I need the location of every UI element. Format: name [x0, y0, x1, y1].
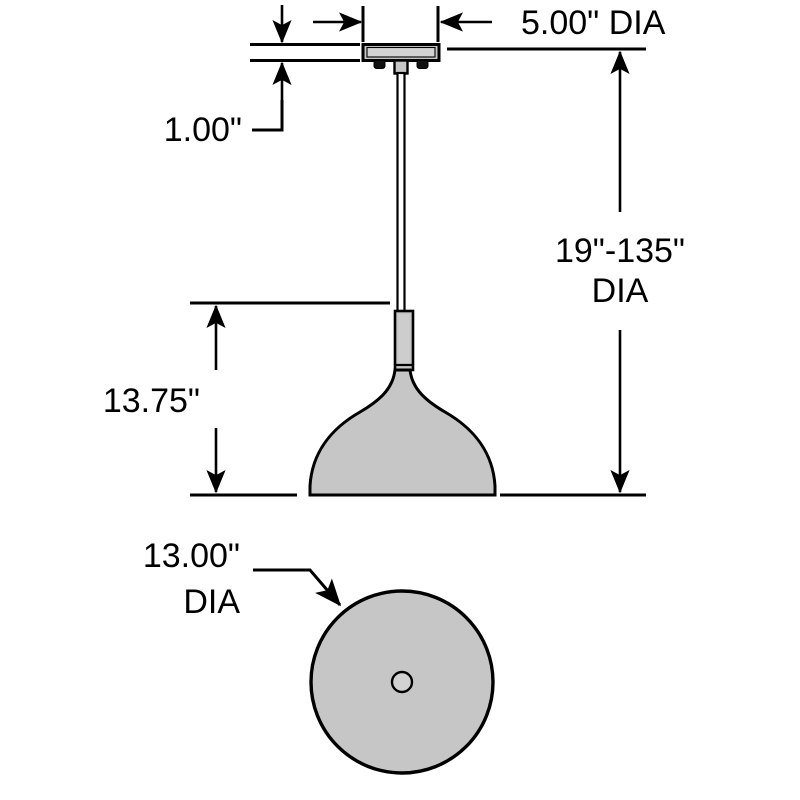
dimension-shade-height: 13.75"	[103, 301, 390, 497]
leader-shade-diameter	[253, 568, 342, 607]
dim-label-canopy-diameter: 5.00" DIA	[521, 4, 666, 42]
dimension-canopy-diameter: 5.00" DIA	[313, 4, 666, 42]
stem-socket-block	[393, 59, 409, 75]
dim-label-canopy-height: 1.00"	[164, 111, 242, 149]
dimension-overall-drop: 19"-135" DIA	[447, 47, 685, 497]
dim-label-overall-drop-dia: DIA	[592, 272, 649, 310]
mounting-bump-left	[373, 60, 386, 69]
dim-label-shade-diameter-dia: DIA	[183, 583, 240, 621]
dim-label-overall-drop-range: 19"-135"	[555, 232, 685, 270]
plan-view	[309, 589, 495, 775]
shade-center-hole	[390, 670, 414, 694]
leader-canopy-height	[252, 100, 284, 132]
dimension-canopy-height: 1.00"	[164, 5, 360, 149]
neck-collar-highlight	[398, 314, 410, 367]
elevation-view	[308, 43, 497, 497]
mounting-bump-right	[416, 60, 429, 69]
stem-rod	[396, 71, 406, 315]
dimension-shade-diameter: 13.00" DIA	[143, 537, 342, 621]
dim-label-shade-height: 13.75"	[103, 382, 200, 420]
bell-shade	[308, 368, 497, 497]
dim-label-shade-diameter-value: 13.00"	[143, 537, 240, 575]
canopy-plate-inner-face	[366, 46, 436, 58]
